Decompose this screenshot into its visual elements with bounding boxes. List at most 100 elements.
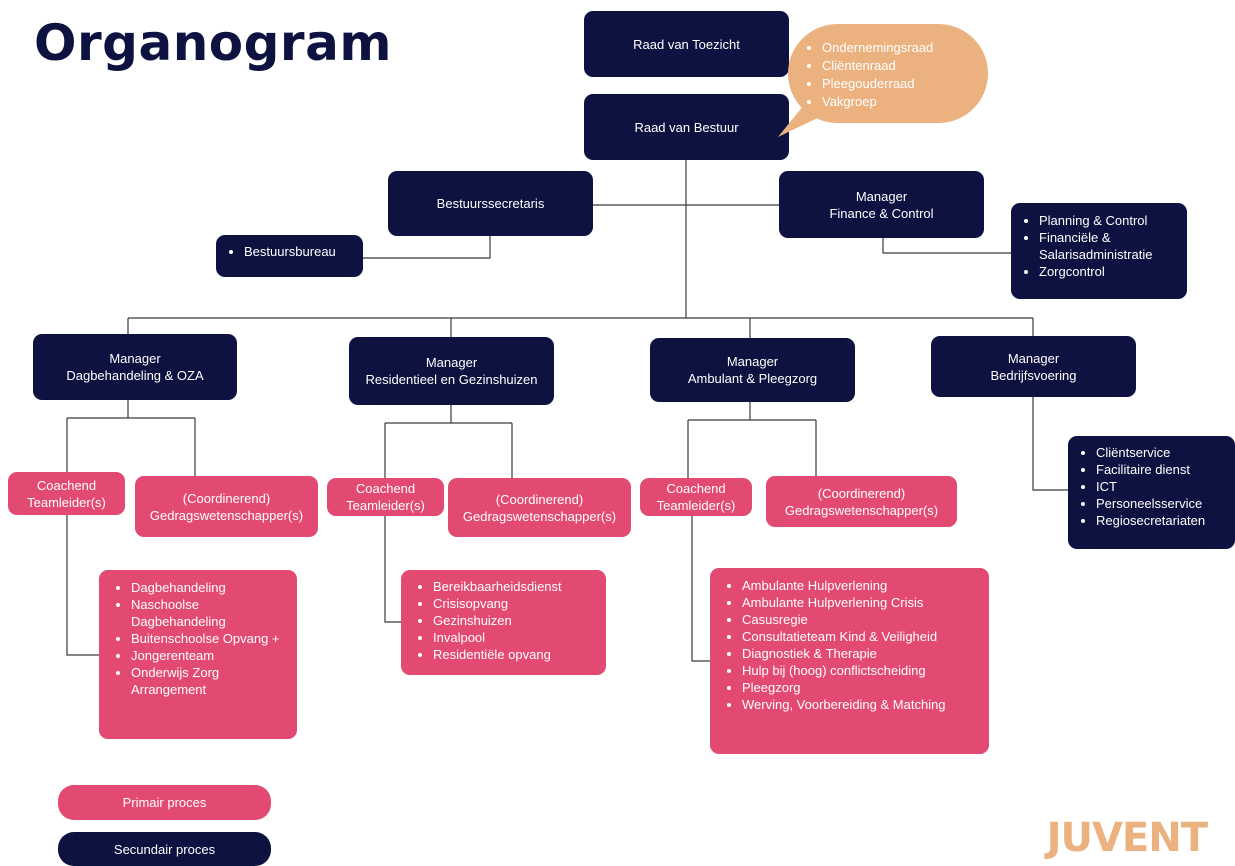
manager-line: Manager: [726, 354, 779, 369]
unit-item: Jongerenteam: [131, 647, 293, 664]
manager-finance-line: Manager: [855, 188, 908, 204]
page-title: Organogram: [34, 14, 392, 72]
gedragswetenschapper-line: Gedragswetenschapper(s): [149, 507, 304, 523]
teamleider-line: Coachend: [355, 481, 416, 496]
bestuursbureau-item: Bestuursbureau: [244, 243, 363, 260]
gedragswetenschapper-box-2: (Coordinerend) Gedragswetenschapper(s): [448, 478, 631, 537]
unit-item: Buitenschoolse Opvang +: [131, 630, 293, 647]
juvent-logo: JUVENT: [1046, 815, 1208, 861]
legend-primary: Primair proces: [58, 785, 271, 820]
advisory-list: Ondernemingsraad Cliëntenraad Pleegouder…: [798, 39, 988, 111]
dagbehandeling-units-box: Dagbehandeling Naschoolse Dagbehandeling…: [99, 570, 297, 739]
line-branch-2: [384, 405, 513, 478]
unit-item: Werving, Voorbereiding & Matching: [742, 696, 985, 713]
gedragswetenschapper-line: (Coordinerend): [182, 490, 271, 506]
ambulant-units-box: Ambulante Hulpverlening Ambulante Hulpve…: [710, 568, 989, 754]
bestuursbureau-list: Bestuursbureau: [220, 243, 363, 260]
unit-item: Consultatieteam Kind & Veiligheid: [742, 628, 985, 645]
residentieel-units-list: Bereikbaarheidsdienst Crisisopvang Gezin…: [409, 578, 602, 663]
manager-ambulant-box: Manager Ambulant & Pleegzorg: [650, 338, 855, 402]
line-units-3: [691, 510, 710, 662]
unit-item: Facilitaire dienst: [1096, 461, 1233, 478]
manager-finance-box: Manager Finance & Control: [779, 171, 984, 238]
residentieel-units-box: Bereikbaarheidsdienst Crisisopvang Gezin…: [401, 570, 606, 675]
line-branch-3: [687, 402, 817, 478]
bestuursbureau-box: Bestuursbureau: [216, 235, 363, 277]
bestuurssecretaris-label: Bestuurssecretaris: [436, 196, 545, 211]
gedragswetenschapper-line: (Coordinerend): [495, 491, 584, 507]
finance-unit-item: Financiële & Salarisadministratie: [1039, 229, 1183, 263]
manager-line: Dagbehandeling & OZA: [66, 368, 204, 383]
teamleider-line: Teamleider(s): [656, 498, 736, 513]
raad-van-bestuur-label: Raad van Bestuur: [634, 119, 739, 135]
gedragswetenschapper-line: Gedragswetenschapper(s): [462, 508, 617, 524]
advisory-item: Vakgroep: [822, 93, 988, 111]
unit-item: Hulp bij (hoog) conflictscheiding: [742, 662, 985, 679]
advisory-item: Cliëntenraad: [822, 57, 988, 75]
legend-secondary: Secundair proces: [58, 832, 271, 866]
unit-item: Cliëntservice: [1096, 444, 1233, 461]
unit-item: Invalpool: [433, 629, 602, 646]
unit-item: Gezinshuizen: [433, 612, 602, 629]
advisory-bubble: Ondernemingsraad Cliëntenraad Pleegouder…: [788, 24, 988, 123]
ambulant-units-list: Ambulante Hulpverlening Ambulante Hulpve…: [718, 577, 985, 713]
line-finance: [882, 238, 1011, 254]
teamleider-line: Coachend: [666, 481, 726, 496]
line-units-1: [66, 515, 99, 656]
manager-line: Bedrijfsvoering: [990, 367, 1077, 383]
finance-unit-item: Zorgcontrol: [1039, 263, 1183, 280]
unit-item: Pleegzorg: [742, 679, 985, 696]
unit-item: Casusregie: [742, 611, 985, 628]
advisory-item: Pleegouderraad: [822, 75, 988, 93]
line-bedrijfsvoering: [1032, 397, 1068, 491]
teamleider-line: Teamleider(s): [346, 498, 425, 513]
manager-bedrijfsvoering-box: Manager Bedrijfsvoering: [931, 336, 1136, 397]
raad-van-toezicht-box: Raad van Toezicht: [584, 11, 789, 77]
unit-item: Regiosecretariaten: [1096, 512, 1233, 529]
raad-van-toezicht-label: Raad van Toezicht: [633, 36, 740, 52]
teamleider-box-3: Coachend Teamleider(s): [640, 478, 752, 516]
manager-finance-line: Finance & Control: [829, 205, 934, 221]
unit-item: Crisisopvang: [433, 595, 602, 612]
gedragswetenschapper-line: Gedragswetenschapper(s): [784, 502, 939, 518]
manager-line: Ambulant & Pleegzorg: [687, 371, 818, 386]
teamleider-box-2: Coachend Teamleider(s): [327, 478, 444, 516]
gedragswetenschapper-box-3: (Coordinerend) Gedragswetenschapper(s): [766, 476, 957, 527]
dagbehandeling-units-list: Dagbehandeling Naschoolse Dagbehandeling…: [107, 579, 293, 698]
unit-item: Residentiële opvang: [433, 646, 602, 663]
finance-units-list: Planning & Control Financiële & Salarisa…: [1015, 212, 1183, 280]
unit-item: Diagnostiek & Therapie: [742, 645, 985, 662]
bedrijfsvoering-units-box: Cliëntservice Facilitaire dienst ICT Per…: [1068, 436, 1235, 549]
teamleider-box-1: Coachend Teamleider(s): [8, 472, 125, 515]
finance-units-box: Planning & Control Financiële & Salarisa…: [1011, 203, 1187, 299]
manager-residentieel-box: Manager Residentieel en Gezinshuizen: [349, 337, 554, 405]
unit-item: Onderwijs Zorg Arrangement: [131, 664, 293, 698]
manager-line: Manager: [1007, 350, 1060, 366]
legend-primary-label: Primair proces: [122, 795, 207, 810]
raad-van-bestuur-box: Raad van Bestuur: [584, 94, 789, 160]
line-units-2: [384, 516, 401, 623]
advisory-item: Ondernemingsraad: [822, 39, 988, 57]
manager-line: Manager: [109, 351, 161, 366]
unit-item: Personeelsservice: [1096, 495, 1233, 512]
bedrijfsvoering-units-list: Cliëntservice Facilitaire dienst ICT Per…: [1072, 444, 1233, 529]
manager-line: Residentieel en Gezinshuizen: [365, 372, 538, 387]
gedragswetenschapper-line: (Coordinerend): [817, 485, 906, 501]
line-branch-1: [66, 400, 196, 476]
unit-item: ICT: [1096, 478, 1233, 495]
teamleider-line: Coachend: [36, 477, 97, 493]
teamleider-line: Teamleider(s): [27, 494, 106, 510]
finance-unit-item: Planning & Control: [1039, 212, 1183, 229]
unit-item: Ambulante Hulpverlening: [742, 577, 985, 594]
gedragswetenschapper-box-1: (Coordinerend) Gedragswetenschapper(s): [135, 476, 318, 537]
unit-item: Bereikbaarheidsdienst: [433, 578, 602, 595]
bestuurssecretaris-box: Bestuurssecretaris: [388, 171, 593, 236]
unit-item: Naschoolse Dagbehandeling: [131, 596, 293, 630]
manager-line: Manager: [425, 355, 478, 370]
manager-dagbehandeling-box: Manager Dagbehandeling & OZA: [33, 334, 237, 400]
unit-item: Dagbehandeling: [131, 579, 293, 596]
line-bestuursbureau: [362, 236, 491, 259]
legend-secondary-label: Secundair proces: [113, 841, 216, 857]
unit-item: Ambulante Hulpverlening Crisis: [742, 594, 985, 611]
